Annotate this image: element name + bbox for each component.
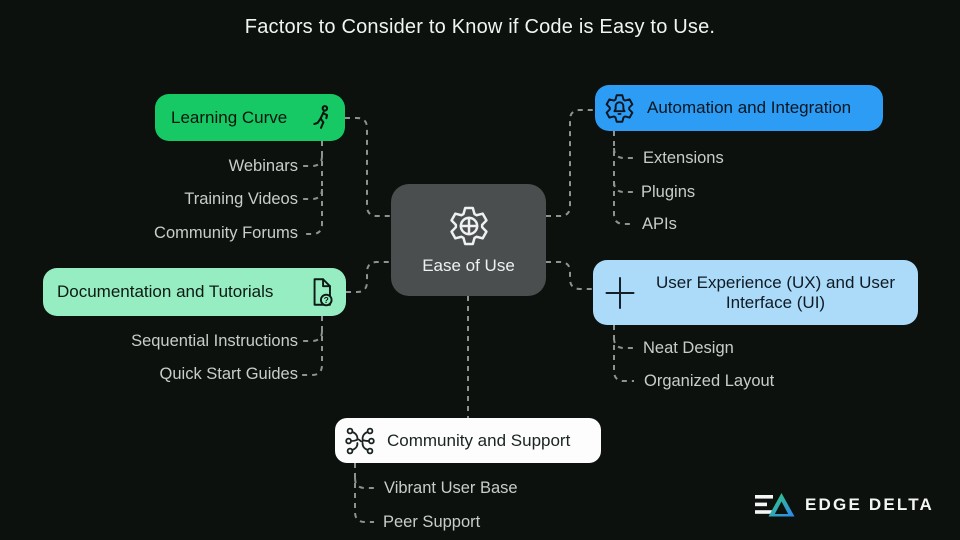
connector-documentation-children	[302, 316, 323, 376]
connector-center-to-automation	[546, 109, 595, 217]
page-title: Factors to Consider to Know if Code is E…	[244, 16, 716, 38]
child-webinars: Webinars	[228, 157, 298, 175]
edge-delta-wordmark: EDGE DELTA	[805, 495, 935, 514]
node-automation-integration-label: Automation and Integration	[647, 98, 852, 117]
child-training-videos: Training Videos	[184, 190, 298, 208]
gear-crosshair-icon	[449, 206, 488, 245]
child-peer-support: Peer Support	[383, 513, 481, 531]
edge-delta-logo: EDGE DELTA	[755, 490, 934, 520]
child-organized-layout: Organized Layout	[644, 372, 775, 390]
question-glyph: ?	[324, 295, 329, 305]
connector-learning-children	[302, 141, 323, 235]
connector-automation-children	[613, 131, 634, 225]
child-neat-design: Neat Design	[643, 339, 734, 357]
document-question-icon: ?	[313, 278, 333, 307]
node-documentation-tutorials: Documentation and Tutorials ?	[43, 268, 346, 316]
gear-bell-icon	[605, 93, 634, 123]
connector-learning-to-center	[345, 117, 391, 217]
node-community-support: Community and Support	[335, 418, 601, 463]
node-community-support-label: Community and Support	[387, 430, 571, 450]
node-documentation-tutorials-label: Documentation and Tutorials	[57, 282, 274, 301]
node-learning-curve: Learning Curve	[155, 94, 345, 141]
node-ux-ui: User Experience (UX) and User Interface …	[593, 260, 918, 325]
network-icon	[345, 427, 375, 454]
child-quick-start-guides: Quick Start Guides	[159, 365, 298, 383]
connector-ux-children	[613, 325, 634, 382]
node-ease-of-use-label: Ease of Use	[422, 255, 515, 275]
node-ux-ui-label: User Experience (UX) and User Interface …	[655, 272, 896, 312]
connector-community-children	[354, 463, 374, 523]
plus-icon	[605, 276, 635, 309]
connector-documentation-to-center	[346, 261, 391, 293]
node-ease-of-use: Ease of Use	[391, 184, 546, 296]
child-sequential-instructions: Sequential Instructions	[131, 332, 298, 350]
child-plugins: Plugins	[641, 183, 696, 201]
child-extensions: Extensions	[643, 149, 724, 167]
node-learning-curve-label: Learning Curve	[171, 107, 288, 127]
edge-delta-logo-mark	[755, 493, 795, 517]
child-community-forums: Community Forums	[154, 224, 298, 242]
child-vibrant-user-base: Vibrant User Base	[384, 479, 518, 497]
connector-center-to-ux	[546, 261, 593, 290]
node-automation-integration: Automation and Integration	[595, 85, 883, 131]
child-apis: APIs	[642, 215, 677, 233]
running-person-icon	[313, 104, 329, 129]
